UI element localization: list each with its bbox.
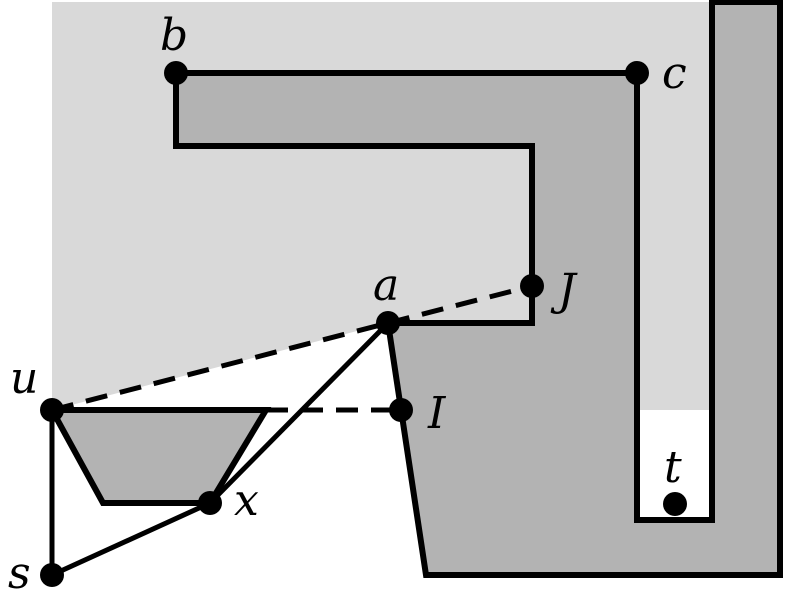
label-c: c bbox=[662, 48, 687, 99]
label-b: b bbox=[160, 10, 188, 61]
segment-x-a bbox=[208, 321, 390, 505]
point-s bbox=[40, 563, 64, 587]
point-t bbox=[663, 492, 687, 516]
dashed-ray-u-a bbox=[51, 320, 389, 413]
point-x bbox=[198, 491, 222, 515]
label-u: u bbox=[10, 353, 38, 404]
dashed-ray-a-J bbox=[387, 283, 533, 326]
main-obstacle bbox=[173, 0, 783, 578]
point-J bbox=[520, 274, 544, 298]
point-c bbox=[625, 61, 649, 85]
point-a bbox=[376, 311, 400, 335]
label-x: x bbox=[234, 475, 259, 526]
label-a: a bbox=[373, 260, 399, 311]
point-I bbox=[389, 398, 413, 422]
segment-s-x bbox=[50, 500, 212, 578]
label-t: t bbox=[664, 442, 682, 493]
label-s: s bbox=[8, 548, 31, 593]
point-u bbox=[40, 398, 64, 422]
point-b bbox=[164, 61, 188, 85]
label-I: I bbox=[427, 388, 447, 439]
